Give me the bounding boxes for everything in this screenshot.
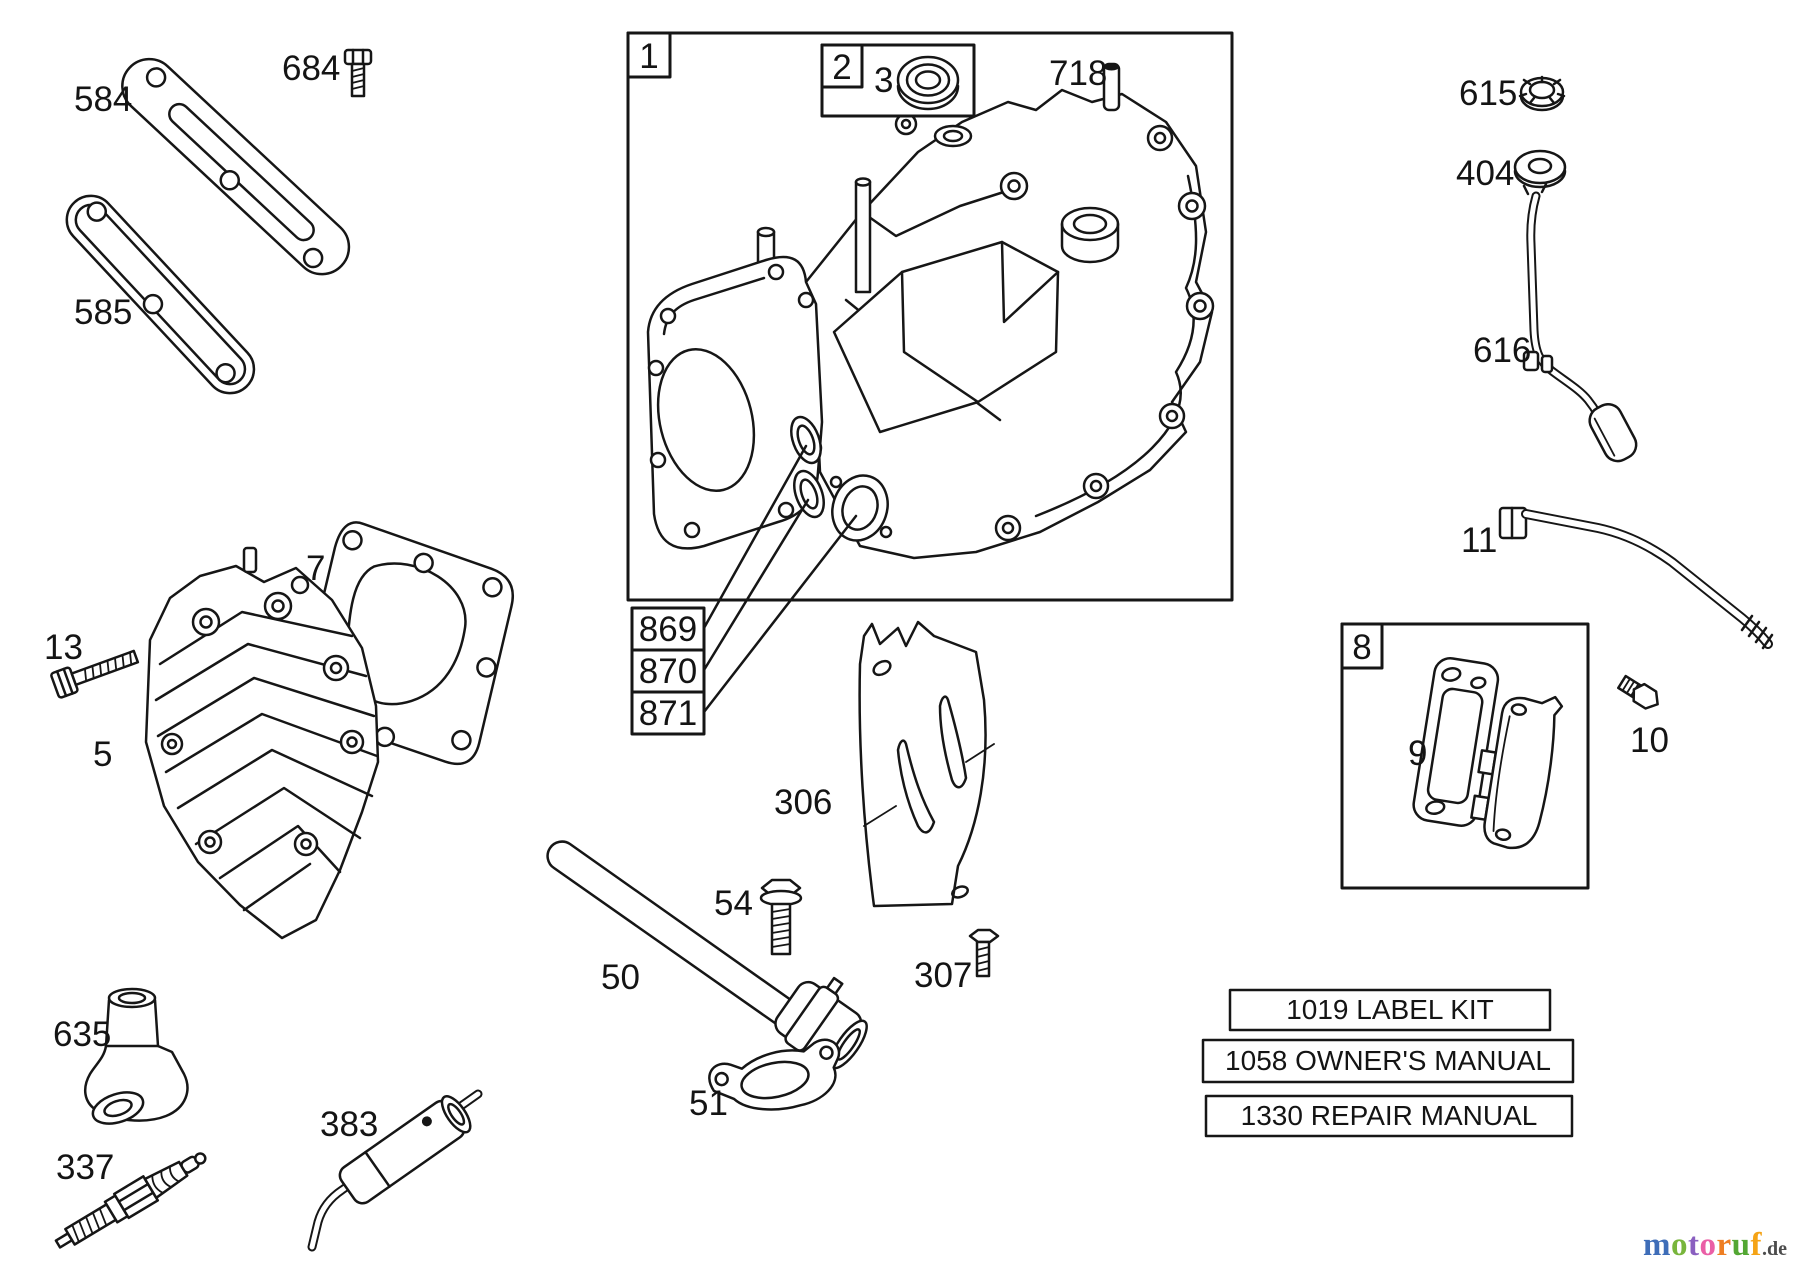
watermark-letter-r: r <box>1716 1227 1732 1263</box>
boxed-callout-871: 871 <box>630 690 706 736</box>
callout-615: 615 <box>1459 74 1517 113</box>
leader-lines-869-870-871 <box>702 444 858 714</box>
screw-54-drawing <box>759 878 803 956</box>
callout-383: 383 <box>320 1105 378 1144</box>
spark-plug-boot-635-drawing <box>83 987 189 1125</box>
svg-text:1330 REPAIR MANUAL: 1330 REPAIR MANUAL <box>1241 1100 1538 1131</box>
crankcase-assembly-drawing <box>646 88 1215 560</box>
svg-text:1058 OWNER'S MANUAL: 1058 OWNER'S MANUAL <box>1225 1045 1551 1076</box>
detail-box-1-label-frame <box>626 31 672 79</box>
callout-50: 50 <box>601 958 640 997</box>
callout-684: 684 <box>282 49 340 88</box>
spark-plug-wrench-383-drawing <box>307 1089 483 1252</box>
muffler-gasket-9-drawing <box>1412 657 1500 827</box>
callout-9: 9 <box>1408 734 1427 773</box>
boxed-callout-870: 870 <box>630 648 706 694</box>
cylinder-head-5-drawing <box>144 546 380 940</box>
boxed-callout-8: 8 <box>1352 628 1371 667</box>
exhaust-gasket-51-drawing <box>708 1038 841 1111</box>
callout-584: 584 <box>74 80 132 119</box>
callout-635: 635 <box>53 1015 111 1054</box>
heat-shield-584-drawing <box>121 57 351 276</box>
callout-337: 337 <box>56 1148 114 1187</box>
callout-51: 51 <box>689 1084 728 1123</box>
watermark-letter-m: m <box>1642 1227 1671 1263</box>
callout-307: 307 <box>914 956 972 995</box>
callout-306: 306 <box>774 783 832 822</box>
callout-3: 3 <box>874 61 893 100</box>
svg-text:871: 871 <box>639 694 697 733</box>
callout-5: 5 <box>93 735 112 774</box>
watermark-letter-o2: o <box>1699 1227 1717 1263</box>
watermark-letter-u: u <box>1731 1227 1751 1263</box>
kit-row-repair-manual: 1330 REPAIR MANUAL <box>1204 1094 1574 1138</box>
starter-ratchet-615-drawing <box>1518 75 1566 112</box>
spark-plug-337-drawing <box>54 1152 207 1249</box>
svg-text:870: 870 <box>639 652 697 691</box>
bolt-13-drawing <box>50 649 140 699</box>
shield-306-drawing <box>858 620 995 908</box>
oil-seal-3-drawing <box>896 55 960 111</box>
watermark-letter-f: f <box>1750 1227 1762 1263</box>
boxed-callout-869: 869 <box>630 606 706 652</box>
boxed-callout-1: 1 <box>639 37 658 76</box>
bolt-684-drawing <box>343 48 373 98</box>
callout-10: 10 <box>1630 721 1669 760</box>
boxed-callout-2: 2 <box>832 48 851 87</box>
watermark-tld: .de <box>1762 1238 1787 1260</box>
svg-text:869: 869 <box>639 610 697 649</box>
detail-box-1-frame <box>626 31 1234 602</box>
dowel-pin-718-drawing <box>1102 62 1121 112</box>
detail-box-2: 2 3 <box>820 43 976 118</box>
bolt-10-drawing <box>1617 674 1659 710</box>
callout-616: 616 <box>1473 331 1531 370</box>
detail-box-8: 8 <box>1340 622 1590 890</box>
callout-718: 718 <box>1049 54 1107 93</box>
watermark-letter-t: t <box>1687 1227 1700 1263</box>
callout-11: 11 <box>1461 521 1497 560</box>
callout-585: 585 <box>74 293 132 332</box>
callout-54: 54 <box>714 884 753 923</box>
kit-row-label-kit: 1019 LABEL KIT <box>1228 988 1552 1032</box>
svg-text:1019 LABEL KIT: 1019 LABEL KIT <box>1286 994 1494 1025</box>
watermark-letter-o1: o <box>1670 1227 1688 1263</box>
callout-404: 404 <box>1456 154 1514 193</box>
gasket-585-drawing <box>65 194 256 395</box>
kit-row-owners-manual: 1058 OWNER'S MANUAL <box>1201 1038 1575 1084</box>
screw-307-drawing <box>968 928 1000 978</box>
crank-handle-616-drawing <box>1522 182 1638 463</box>
rod-11-drawing <box>1498 506 1774 650</box>
muffler-9-drawing <box>1470 695 1564 850</box>
motoruf-watermark: motoruf.de <box>1643 1229 1787 1262</box>
callout-13: 13 <box>44 628 83 667</box>
callout-7: 7 <box>306 549 325 588</box>
washer-404-drawing <box>1513 149 1567 189</box>
